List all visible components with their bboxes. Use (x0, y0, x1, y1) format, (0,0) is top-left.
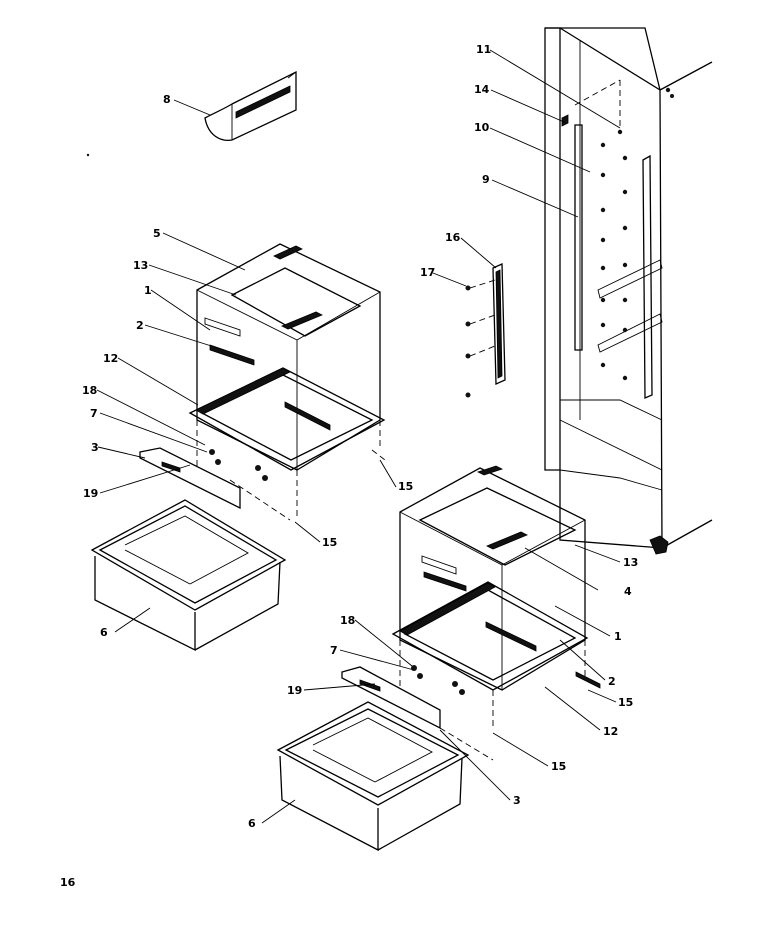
callout-19-lower: 19 (287, 684, 302, 697)
callout-13-lower: 13 (623, 556, 638, 569)
callout-15-lower-a: 15 (618, 696, 633, 709)
callout-labels: 11 14 10 9 16 17 8 5 13 1 2 12 18 7 3 19… (82, 43, 638, 830)
callout-12-upper: 12 (103, 352, 118, 365)
stray-dot (86, 153, 90, 157)
callout-14: 14 (474, 83, 490, 96)
callout-2-upper: 2 (136, 319, 144, 332)
callout-18-lower: 18 (340, 614, 355, 627)
cabinet-mounting-holes (600, 129, 628, 381)
callout-15-lower-b: 15 (551, 760, 566, 773)
callout-15-upper-a: 15 (398, 480, 413, 493)
callout-19-upper: 19 (83, 487, 98, 500)
callout-6-lower: 6 (248, 817, 256, 830)
part-16-rail (465, 263, 506, 398)
callout-13-upper: 13 (133, 259, 148, 272)
callout-18-upper: 18 (82, 384, 97, 397)
callout-2-lower: 2 (608, 675, 616, 688)
callout-3-upper: 3 (91, 441, 99, 454)
callout-16: 16 (445, 231, 461, 244)
callout-4: 4 (624, 585, 632, 598)
callout-11: 11 (476, 43, 491, 56)
page-number: 16 (60, 876, 76, 889)
callout-3-lower: 3 (513, 794, 521, 807)
callout-8: 8 (163, 93, 171, 106)
callout-10: 10 (474, 121, 490, 134)
part-8-cover (204, 70, 297, 141)
callout-12-lower: 12 (603, 725, 618, 738)
callout-17: 17 (420, 266, 435, 279)
upper-crisper-assembly (90, 243, 386, 652)
lower-crisper-assembly (276, 465, 601, 852)
callout-15-upper-b: 15 (322, 536, 337, 549)
callout-7-lower: 7 (330, 644, 338, 657)
callout-6-upper: 6 (100, 626, 108, 639)
callout-1-lower: 1 (614, 630, 622, 643)
refrigerator-cabinet-liner (544, 27, 713, 555)
callout-9: 9 (482, 173, 490, 186)
callout-1-upper: 1 (144, 284, 152, 297)
callout-7-upper: 7 (90, 407, 98, 420)
callout-5: 5 (153, 227, 161, 240)
callout-leader-lines (96, 49, 621, 824)
